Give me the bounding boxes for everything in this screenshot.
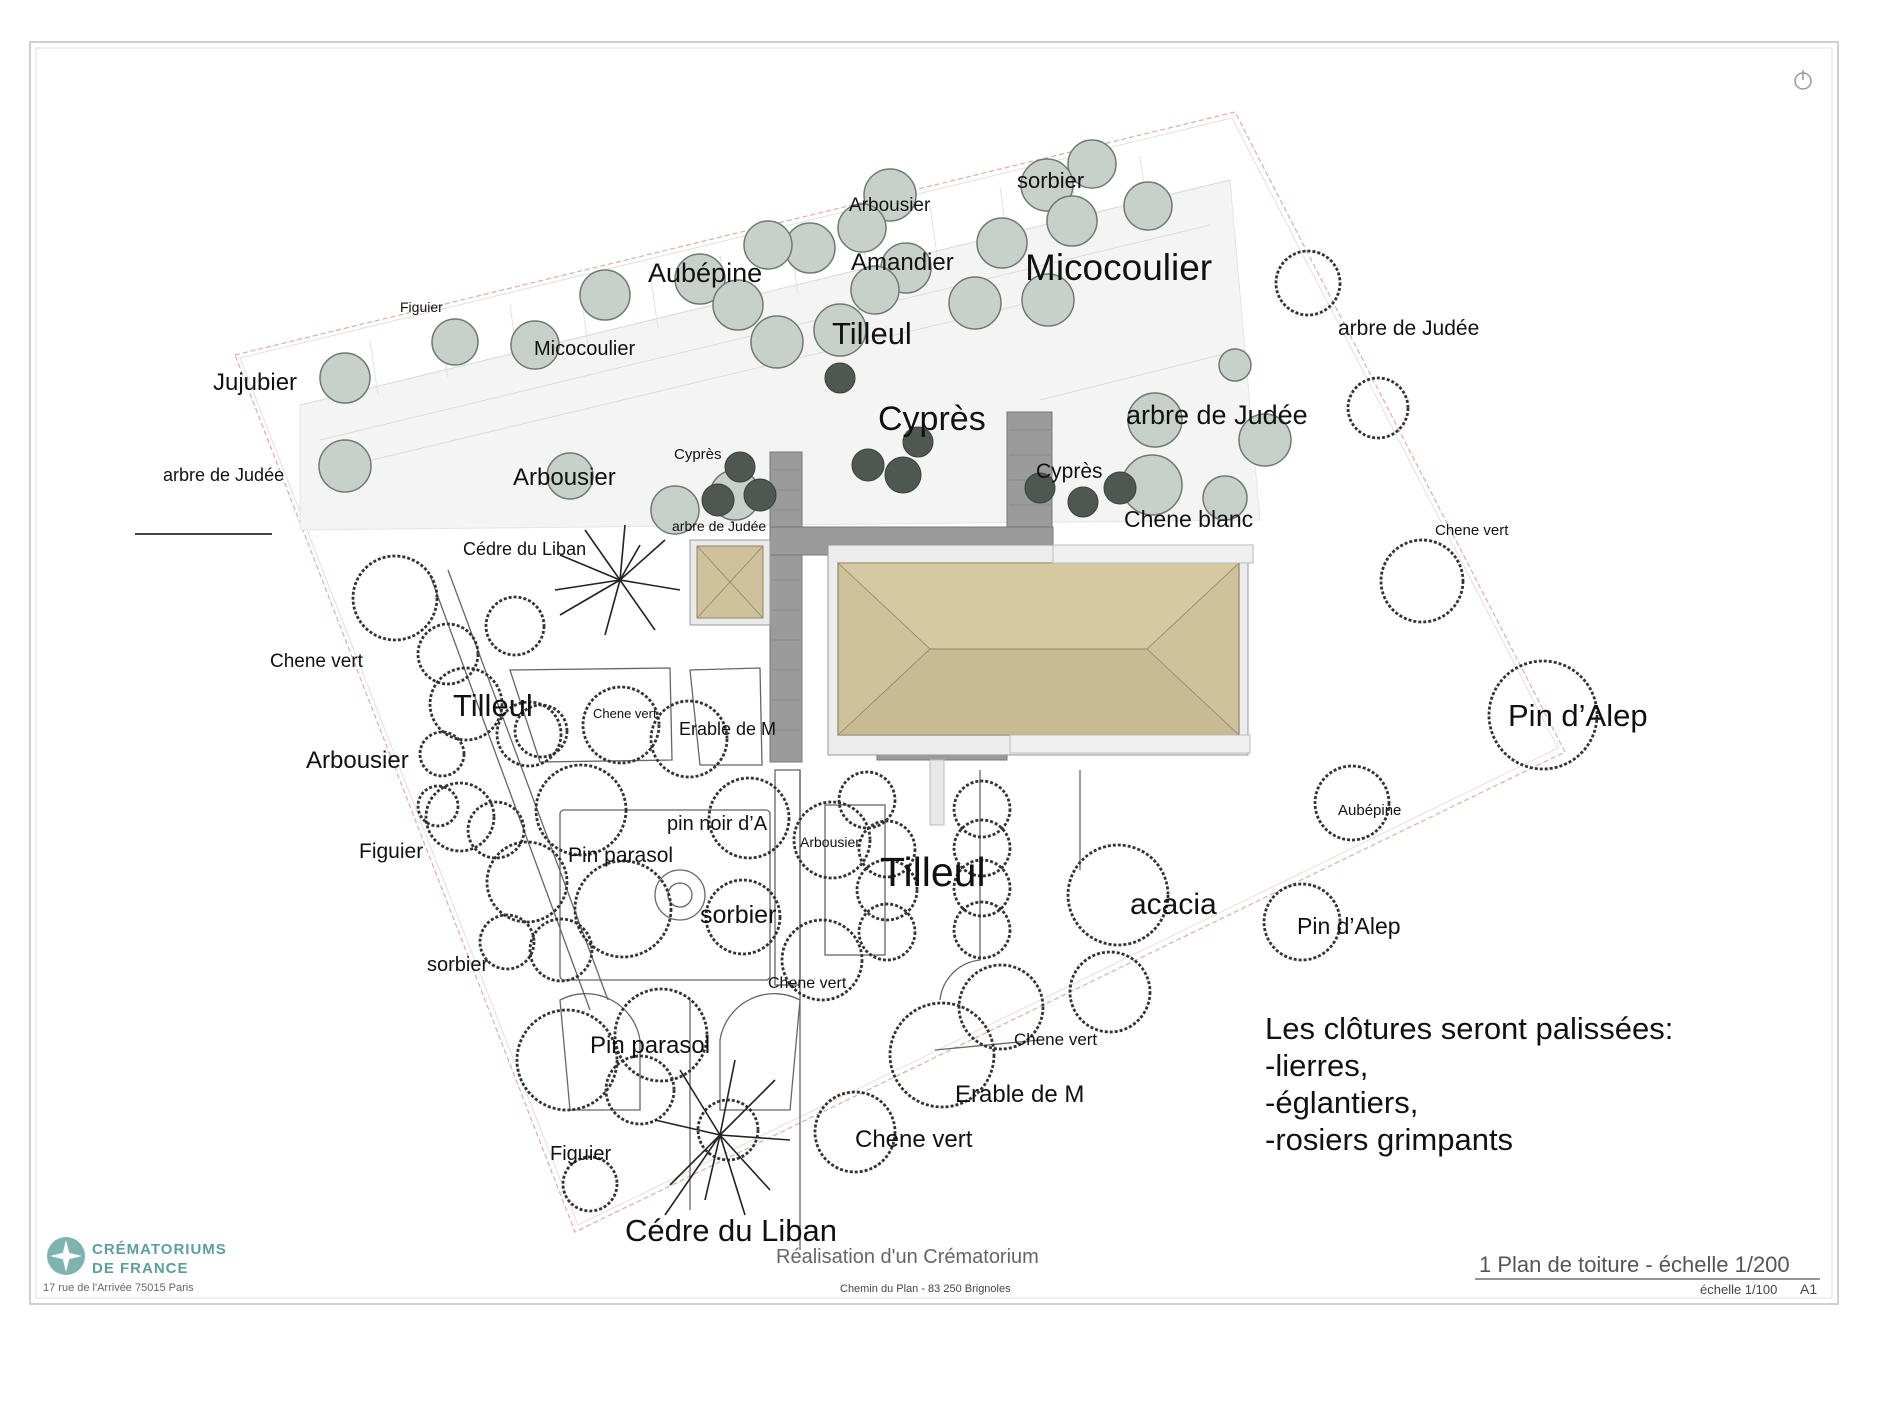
plant-label-sorbier-w: sorbier [427, 954, 488, 976]
plant-label-arbre-judee-ne: arbre de Judée [1338, 317, 1479, 340]
sheet-format: A1 [1800, 1281, 1818, 1297]
plant-label-cypres-small: Cyprès [674, 446, 722, 463]
plant-label-tilleul-center: Tilleul [880, 849, 986, 895]
plant-label-amandier: Amandier [851, 249, 954, 276]
fence-note-item-2: -églantiers, [1265, 1085, 1419, 1120]
plant-label-chene-vert-mid: Chene vert [768, 975, 847, 992]
site-boundary [234, 111, 1566, 1233]
plant-label-aubepine-e: Aubépine [1338, 802, 1401, 819]
fence-note-title: Les clôtures seront palissées: [1265, 1011, 1674, 1046]
power-icon[interactable] [1794, 70, 1812, 90]
plant-label-acacia: acacia [1130, 888, 1217, 921]
plant-label-figuier-top: Figuier [400, 299, 443, 315]
fence-note-item-1: -lierres, [1265, 1048, 1369, 1083]
plant-label-arbousier-nw: Arbousier [513, 464, 616, 491]
sheet-title: 1 Plan de toiture - échelle 1/200 [1479, 1252, 1790, 1277]
plant-label-micocoulier-big: Micocoulier [1025, 247, 1212, 288]
plant-label-micocoulier-small: Micocoulier [534, 338, 635, 360]
plant-label-figuier-w: Figuier [359, 840, 423, 863]
plant-label-pin-alep-small: Pin d’Alep [1297, 913, 1401, 939]
scale-label: échelle 1/100 [1700, 1282, 1778, 1297]
plant-label-chene-vert-small: Chene vert [593, 706, 657, 721]
plant-label-cypres-right: Cyprès [1036, 460, 1103, 483]
plant-label-sorbier-top: sorbier [1017, 168, 1084, 193]
company-name-line2: DE FRANCE [92, 1260, 189, 1277]
plant-label-arbre-judee-small: arbre de Judée [672, 518, 766, 534]
plant-label-tilleul-w: Tilleul [453, 688, 533, 723]
plant-label-arbousier-w: Arbousier [306, 747, 409, 774]
fence-note-item-3: -rosiers grimpants [1265, 1122, 1514, 1157]
plant-label-chene-vert-w: Chene vert [270, 651, 364, 672]
plant-label-chene-vert-se: Chene vert [1014, 1030, 1097, 1049]
cedar-sketch-1 [554, 524, 681, 636]
plant-label-chene-vert-bottom: Chene vert [855, 1126, 973, 1153]
outlined-trees [351, 249, 1599, 1213]
plant-label-pin-noir: pin noir d’A [667, 813, 768, 835]
plant-label-pin-parasol-2: Pin parasol [590, 1032, 710, 1059]
dark-trees [701, 362, 1137, 518]
plant-label-cypres-big: Cyprès [878, 400, 986, 438]
project-address: Chemin du Plan - 83 250 Brignoles [840, 1283, 1011, 1295]
compass-rose-icon [47, 1237, 85, 1275]
company-name-line1: CRÉMATORIUMS [92, 1241, 227, 1258]
sheet-border [29, 41, 1839, 1305]
cedar-sketch-2 [654, 1059, 791, 1216]
plant-label-arbre-judee-mid: arbre de Judée [1126, 400, 1308, 430]
plant-label-arbousier-small: Arbousier [800, 834, 860, 850]
plant-label-arbre-judee-w: arbre de Judée [163, 465, 284, 485]
plant-label-arbousier-top: Arbousier [849, 195, 931, 216]
plant-label-chene-vert-e: Chene vert [1435, 522, 1509, 539]
plant-label-erable-bottom: Erable de M [955, 1081, 1084, 1108]
plant-label-chene-blanc: Chene blanc [1124, 506, 1253, 532]
plant-label-tilleul-top: Tilleul [832, 316, 912, 351]
plant-label-cedre-liban-big: Cédre du Liban [625, 1213, 837, 1248]
building [689, 411, 1254, 826]
plant-label-pin-alep-big: Pin d’Alep [1508, 698, 1648, 733]
plant-label-figuier-bottom: Figuier [550, 1143, 611, 1165]
company-address: 17 rue de l'Arrivée 75015 Paris [43, 1282, 194, 1294]
plant-label-cedre-liban-small: Cédre du Liban [463, 539, 586, 559]
project-title: Réalisation d'un Crématorium [776, 1246, 1039, 1268]
plant-label-aubepine-top: Aubépine [648, 258, 762, 288]
plant-label-sorbier-mid: sorbier [700, 901, 776, 929]
plant-label-jujubier: Jujubier [213, 369, 297, 396]
filled-trees [318, 139, 1292, 535]
plant-label-pin-parasol-1: Pin parasol [568, 844, 673, 867]
plant-label-erable-top: Erable de M [679, 719, 776, 739]
